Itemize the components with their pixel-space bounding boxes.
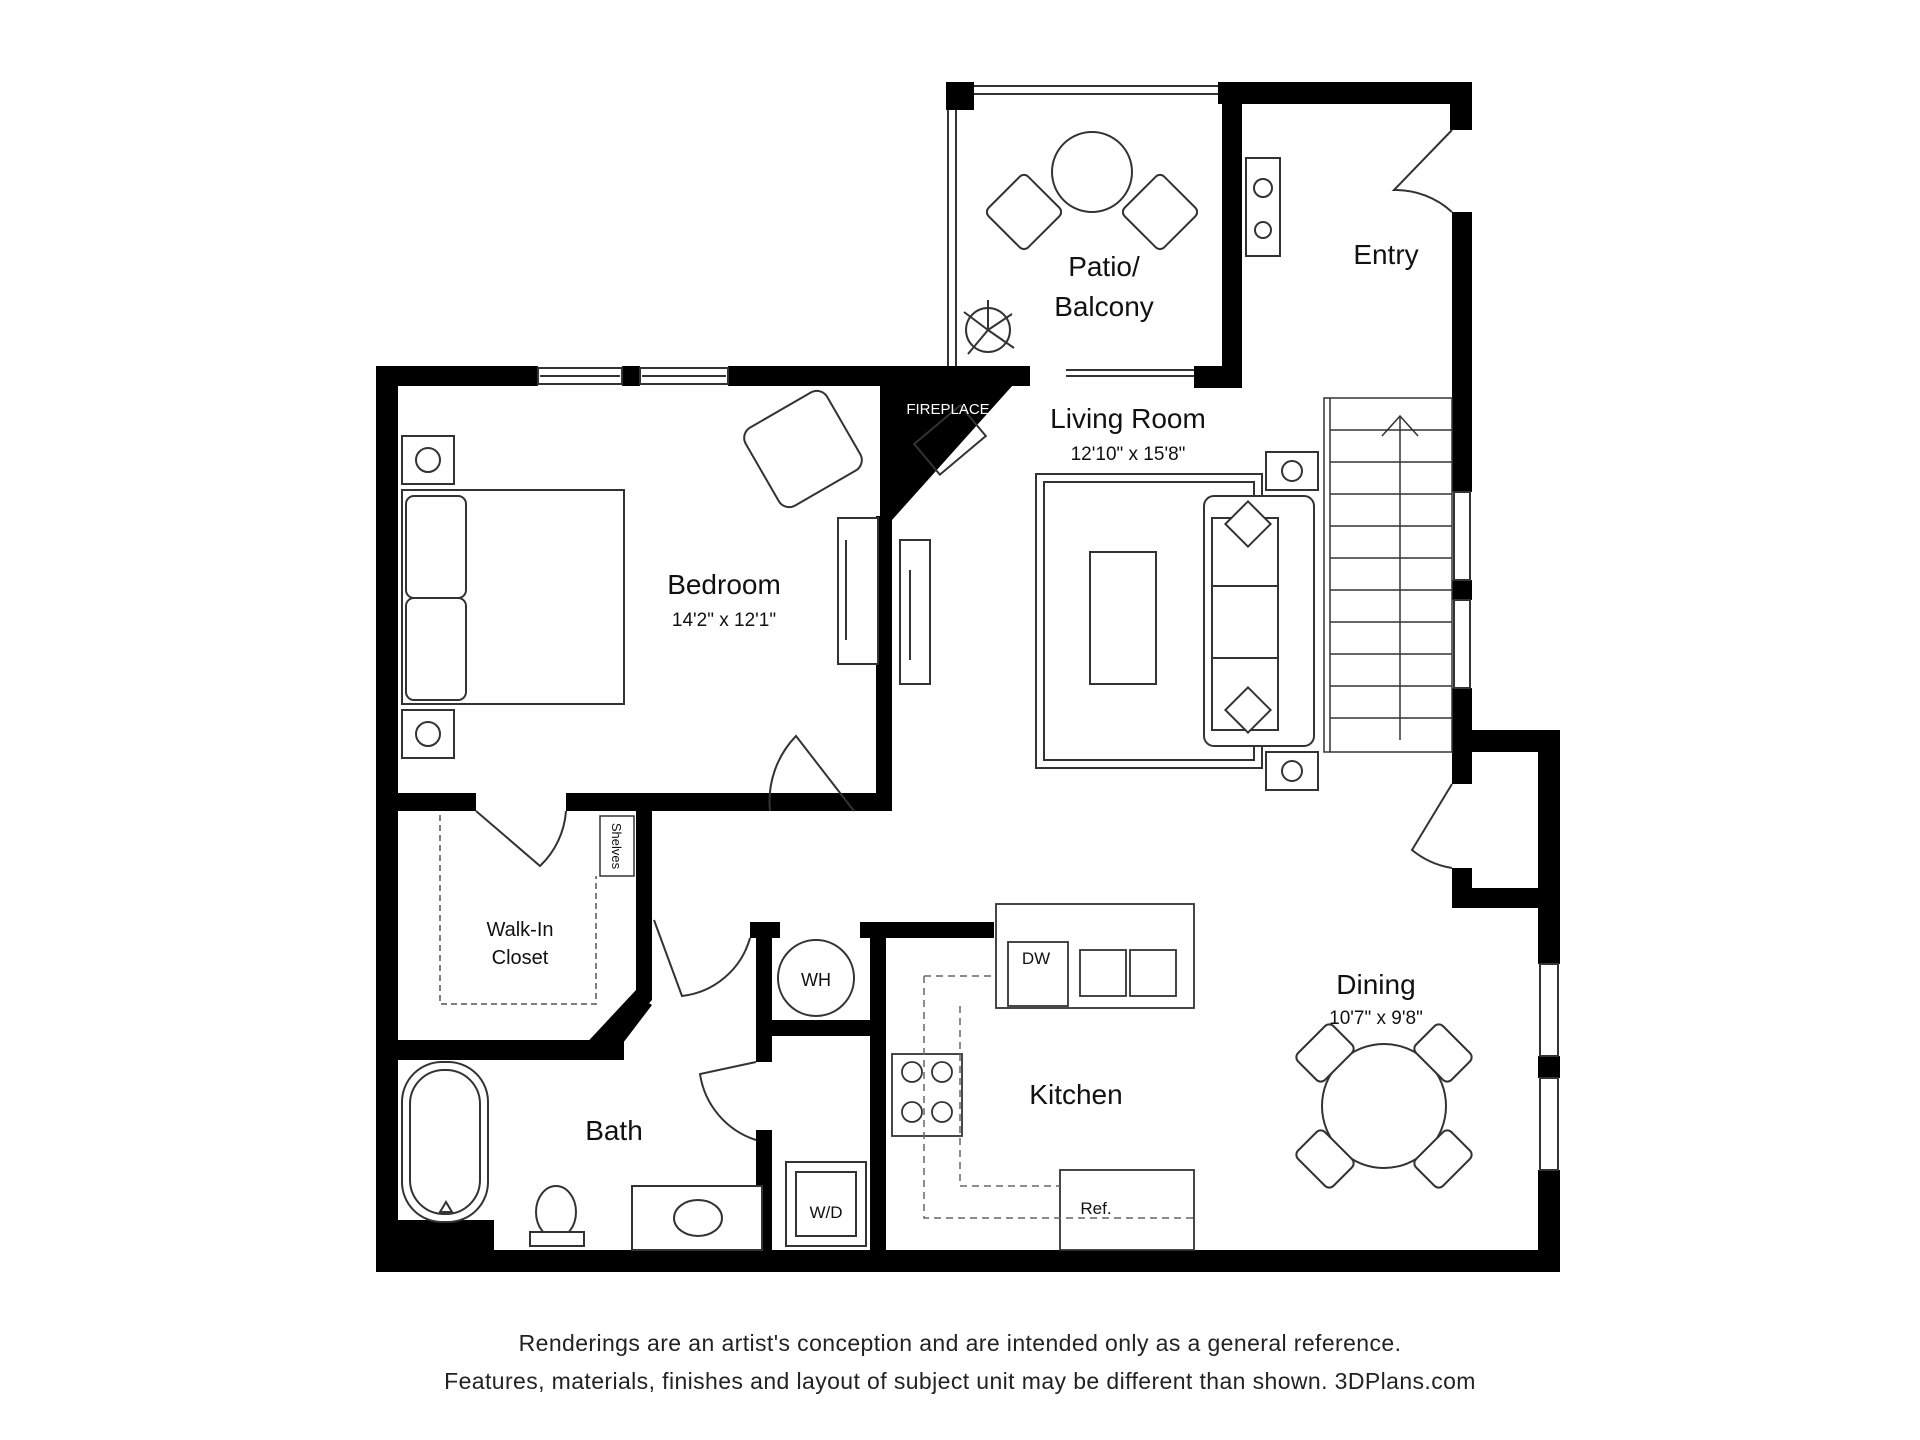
closet-outlines — [439, 815, 597, 1005]
washer-dryer-label: W/D — [809, 1203, 842, 1222]
closet-label-line1: Walk-In — [486, 919, 553, 941]
bedroom-dims: 14'2" x 12'1" — [672, 610, 776, 631]
entry-label: Entry — [1353, 239, 1418, 270]
disclaimer-line-2: Features, materials, finishes and layout… — [444, 1368, 1476, 1394]
fireplace-label: FIREPLACE — [906, 401, 989, 418]
walls — [376, 82, 1560, 1272]
openings — [475, 85, 1559, 1171]
dining-dims: 10'7" x 9'8" — [1329, 1008, 1423, 1029]
closet-label-line2: Closet — [492, 947, 549, 969]
disclaimer-line-1: Renderings are an artist's conception an… — [518, 1330, 1402, 1356]
stairs — [1323, 397, 1453, 753]
living-furniture — [1035, 451, 1319, 791]
patio-label-line1: Patio/ — [1068, 251, 1140, 282]
dining-set — [1295, 1023, 1473, 1189]
disclaimer: Renderings are an artist's conception an… — [0, 1324, 1920, 1400]
bedroom-furniture — [401, 389, 931, 759]
refrigerator-label: Ref. — [1080, 1199, 1111, 1218]
bath-label: Bath — [585, 1115, 643, 1146]
shelves-box — [599, 815, 635, 877]
bedroom-label: Bedroom — [667, 569, 781, 600]
bath-fixtures — [401, 939, 867, 1251]
kitchen-fixtures — [891, 903, 1195, 1251]
dishwasher-label: DW — [1022, 949, 1050, 968]
living-room-dims: 12'10" x 15'8" — [1071, 444, 1186, 465]
kitchen-counter-dashes — [923, 975, 1194, 1219]
water-heater-label: WH — [801, 970, 831, 990]
patio-furniture — [963, 131, 1199, 355]
living-room-label: Living Room — [1050, 403, 1206, 434]
kitchen-label: Kitchen — [1029, 1079, 1122, 1110]
patio-label-line2: Balcony — [1054, 291, 1154, 322]
entry-console — [1245, 157, 1281, 257]
shelves-label: Shelves — [609, 823, 624, 870]
dining-label: Dining — [1336, 969, 1415, 1000]
